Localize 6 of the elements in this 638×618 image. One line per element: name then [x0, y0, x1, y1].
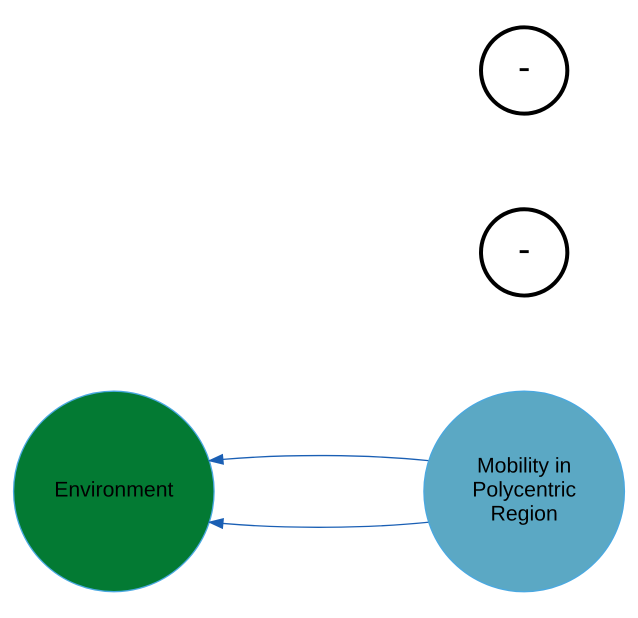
node-circle: Environment [12, 390, 215, 592]
arrow [208, 453, 428, 464]
node-circle: Mobility in Polycentric Region [423, 390, 626, 592]
label: - [518, 227, 530, 270]
arrow [208, 517, 428, 529]
label: - [518, 45, 530, 88]
